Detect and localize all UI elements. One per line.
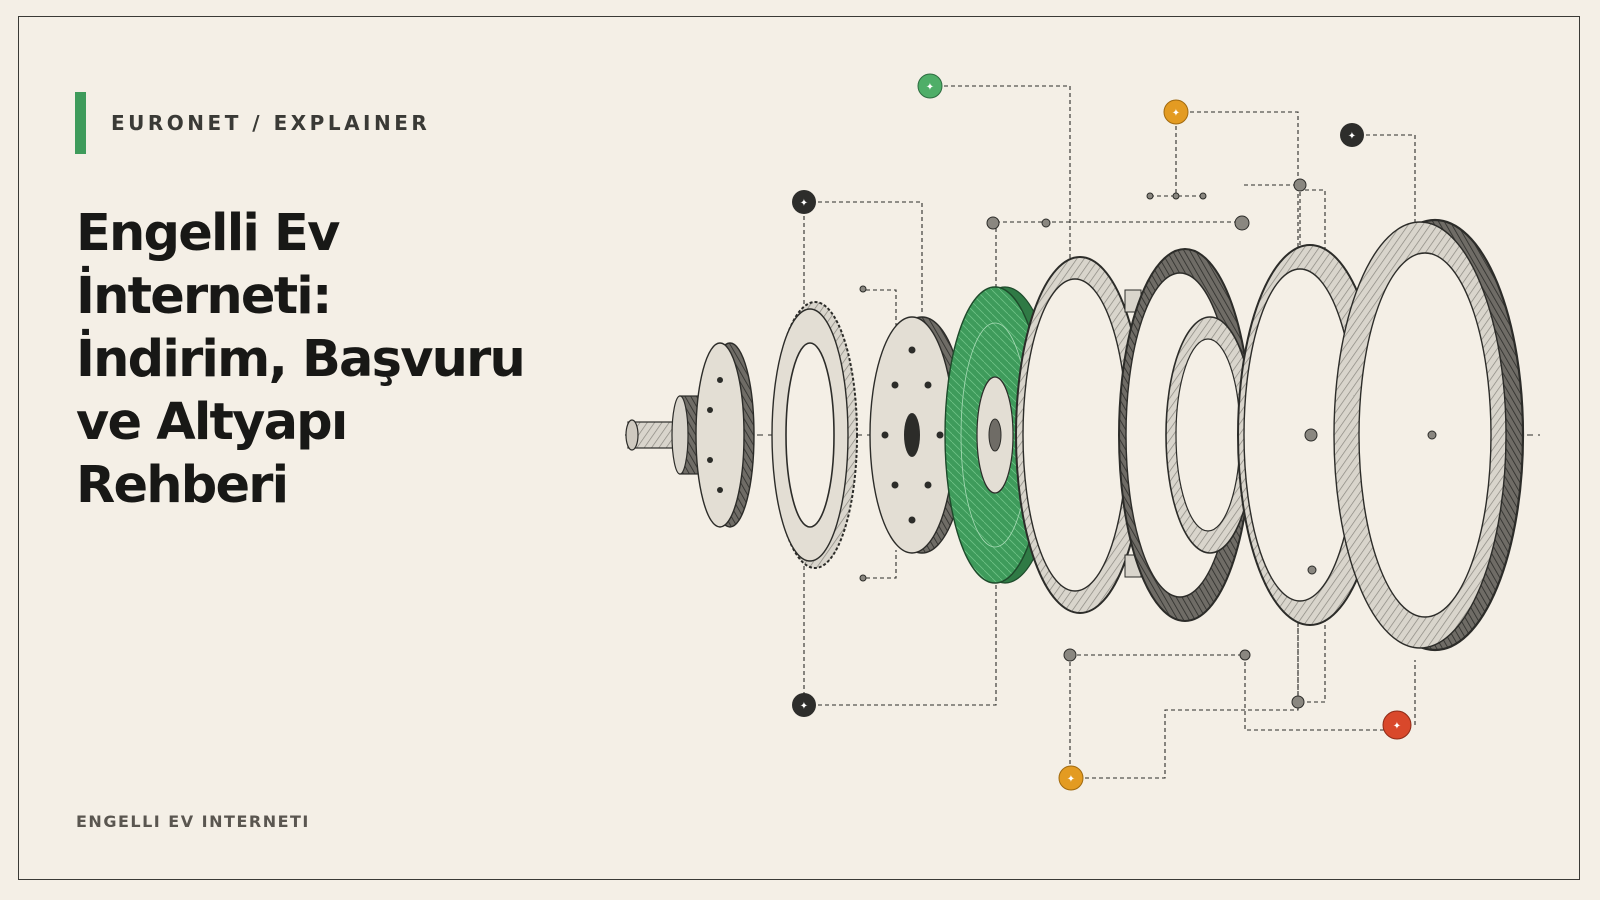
callout-nodes: ✦ ✦ ✦ ✦ ✦ ✦ ✦ [792, 73, 1412, 791]
small-flange-disc [695, 342, 755, 528]
svg-text:✦: ✦ [926, 82, 934, 93]
svg-text:✦: ✦ [1348, 131, 1356, 142]
exploded-gear-illustration: ✦ ✦ ✦ ✦ ✦ ✦ ✦ [625, 73, 1540, 791]
page-title: Engelli Ev İnterneti: İndirim, Başvuru v… [76, 204, 526, 515]
eyebrow-label: EURONET / EXPLAINER [111, 111, 431, 135]
callout-node-red: ✦ [1382, 710, 1412, 740]
callout-node-dark-left-top: ✦ [792, 190, 816, 214]
footer-label: ENGELLI EV INTERNETI [76, 812, 310, 831]
callout-node-dark-top-right: ✦ [1340, 123, 1364, 147]
perforated-disc [869, 316, 967, 554]
double-ring [1118, 248, 1255, 622]
axis-nodes [859, 178, 1437, 709]
toothed-ring [771, 301, 858, 569]
svg-text:✦: ✦ [800, 198, 808, 209]
svg-text:✦: ✦ [800, 701, 808, 712]
svg-text:✦: ✦ [1393, 721, 1401, 732]
callout-node-orange-top: ✦ [1163, 99, 1189, 125]
lug-ring [1015, 256, 1149, 614]
callout-node-dark-left-bottom: ✦ [792, 693, 816, 717]
callout-node-green: ✦ [917, 73, 943, 99]
callout-node-orange-bottom: ✦ [1058, 765, 1084, 791]
eyebrow-accent-bar [75, 92, 86, 154]
svg-text:✦: ✦ [1067, 774, 1075, 785]
svg-text:✦: ✦ [1172, 108, 1180, 119]
